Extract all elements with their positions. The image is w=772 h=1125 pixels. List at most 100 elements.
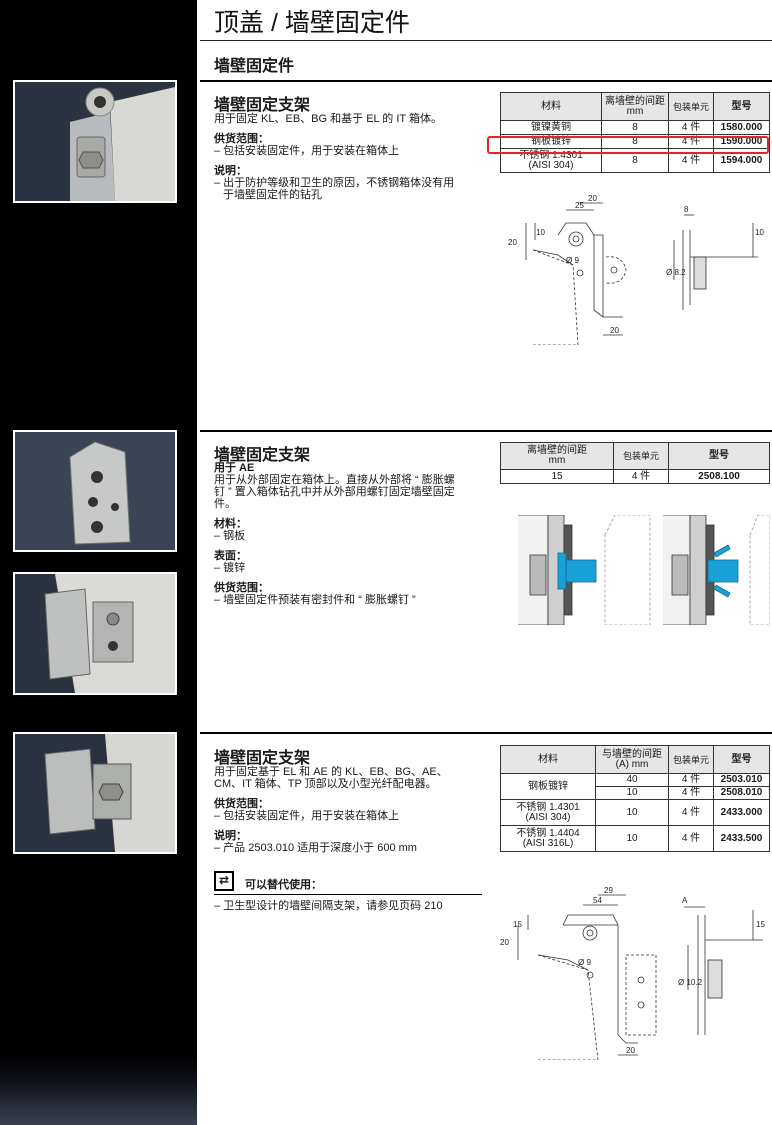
cell: 2503.010 [713, 773, 770, 787]
product2-material-label: 材料： [214, 518, 247, 530]
cell: 10 [595, 799, 669, 826]
cell: 4 件 [668, 825, 714, 852]
cell: 4 件 [668, 120, 714, 135]
cell: 4 件 [668, 786, 714, 800]
product1-supply-text: – 包括安装固定件，用于安装在箱体上 [214, 145, 400, 157]
product2-for-label: 用于 AE [214, 462, 255, 474]
product1-title: 墙壁固定支架 [214, 97, 311, 114]
dim-20a: 20 [500, 938, 509, 947]
alternative-rule [214, 894, 482, 895]
product2-material-text: – 钢板 [214, 530, 246, 542]
product3-text: 用于固定基于 EL 和 AE 的 KL、EB、BG、AE、 CM、IT 箱体、T… [214, 766, 486, 854]
product1-desc: 用于固定 KL、EB、BG 和基于 EL 的 IT 箱体。 [214, 113, 442, 125]
p3-h-distance: 与墙壁的间距(A) mm [595, 745, 669, 774]
table-row: 不锈钢 1.4404(AISI 316L) 10 4 件 2433.500 [500, 825, 770, 852]
cell: 4 件 [613, 469, 669, 484]
p3-h-material: 材料 [500, 745, 596, 774]
product2-supply-label: 供货范围： [214, 582, 269, 594]
cell: 不锈钢 1.4301(AISI 304) [500, 799, 596, 826]
dim-A: A [682, 896, 688, 905]
product2-surface-text: – 镀锌 [214, 562, 246, 574]
cell: 2508.100 [668, 469, 770, 484]
product3-desc-line2: CM、IT 箱体、TP 顶部以及小型光纤配电器。 [214, 778, 437, 790]
cell: 不锈钢 1.4404(AISI 316L) [500, 825, 596, 852]
product2-surface-label: 表面： [214, 550, 247, 562]
page-subtitle: 墙壁固定件 [214, 58, 295, 75]
product2-drawing [518, 515, 770, 625]
p1-h-pack: 包装单元 [668, 92, 714, 121]
alternative-label: 可以替代使用： [245, 879, 322, 891]
product1-drawing: 25 20 20 10 Ø 9 20 8 10 Ø 8.2 [508, 195, 764, 345]
cell: 钢板镀锌 [500, 773, 596, 800]
product1-text: 用于固定 KL、EB、BG 和基于 EL 的 IT 箱体。 供货范围： – 包括… [214, 113, 486, 201]
product3-supply-label: 供货范围： [214, 798, 269, 810]
section-rule-3 [200, 732, 772, 734]
dim-d102: Ø 10.2 [678, 978, 703, 987]
table-row: 不锈钢 1.4301(AISI 304) 10 4 件 2433.000 [500, 799, 770, 826]
table-row: 15 4 件 2508.100 [500, 469, 770, 484]
p3-h-pack: 包装单元 [668, 745, 714, 774]
cell: 2508.010 [713, 786, 770, 800]
product2-title: 墙壁固定支架 [214, 447, 311, 464]
section-rule-2 [200, 430, 772, 432]
product3-table: 材料 与墙壁的间距(A) mm 包装单元 型号 钢板镀锌 40 4 件 2503… [500, 745, 770, 852]
product3-drawing: 29 54 15 20 Ø 9 20 A 15 Ø 10.2 [500, 886, 765, 1060]
dim-25: 25 [575, 201, 584, 210]
dim-20b: 20 [508, 238, 517, 247]
product-photo-2a [13, 430, 177, 552]
dim-d9: Ø 9 [578, 958, 591, 967]
product3-desc-line1: 用于固定基于 EL 和 AE 的 KL、EB、BG、AE、 [214, 766, 448, 778]
alternative-icon: ⇄ [214, 871, 234, 891]
table-row: 镀镍黄铜 8 4 件 1580.000 [500, 120, 770, 135]
dim-10a: 10 [536, 228, 545, 237]
product2-text: 用于 AE 用于从外部固定在箱体上。直接从外部将 “ 膨胀螺 钉 ” 置入箱体钻… [214, 462, 486, 606]
dim-8: 8 [684, 205, 689, 214]
sidebar-glow [0, 1055, 197, 1125]
cell: 8 [601, 120, 669, 135]
p2-h-pack: 包装单元 [613, 442, 669, 470]
title-rule [200, 40, 772, 41]
product3-note-label: 说明： [214, 830, 247, 842]
product3-note-text: – 产品 2503.010 适用于深度小于 600 mm [214, 842, 417, 854]
product3-title: 墙壁固定支架 [214, 750, 311, 767]
dim-54: 54 [593, 896, 602, 905]
dim-15: 15 [513, 920, 522, 929]
page-title: 顶盖 / 墙壁固定件 [214, 9, 410, 37]
p2-h-model: 型号 [668, 442, 770, 470]
cell: 4 件 [668, 773, 714, 787]
dim-10b: 10 [755, 228, 764, 237]
table-row: 10 4 件 2508.010 [501, 786, 770, 800]
cell: 15 [500, 469, 614, 484]
product1-supply-label: 供货范围： [214, 133, 269, 145]
dim-d9: Ø 9 [566, 256, 579, 265]
product3-supply-text: – 包括安装固定件，用于安装在箱体上 [214, 810, 400, 822]
dim-20a: 20 [588, 195, 597, 203]
product2-desc-line1: 用于从外部固定在箱体上。直接从外部将 “ 膨胀螺 [214, 474, 455, 486]
section-rule-1 [200, 80, 772, 82]
p3-h-model: 型号 [713, 745, 770, 774]
product2-desc-line3: 件。 [214, 498, 236, 510]
dim-20c: 20 [610, 326, 619, 335]
cell: 2433.500 [713, 825, 770, 852]
dim-d82: Ø 8.2 [666, 268, 686, 277]
cell: 10 [595, 786, 669, 800]
p1-h-model: 型号 [713, 92, 770, 121]
dim-20b: 20 [626, 1046, 635, 1055]
p1-h-material: 材料 [500, 92, 602, 121]
cell: 4 件 [668, 799, 714, 826]
cell: 10 [595, 825, 669, 852]
dim-15b: 15 [756, 920, 765, 929]
alternative-text: – 卫生型设计的墙壁间隔支架，请参见页码 210 [214, 900, 443, 912]
highlight-box [487, 136, 769, 154]
dim-29: 29 [604, 886, 613, 895]
cell: 2433.000 [713, 799, 770, 826]
cell: 镀镍黄铜 [500, 120, 602, 135]
product2-supply-text: – 墙壁固定件预装有密封件和 “ 膨胀螺钉 ” [214, 594, 416, 606]
product1-note-label: 说明： [214, 165, 247, 177]
cell: 40 [595, 773, 669, 787]
product1-note-line1: – 出于防护等级和卫生的原因，不锈钢箱体没有用 [214, 177, 455, 189]
